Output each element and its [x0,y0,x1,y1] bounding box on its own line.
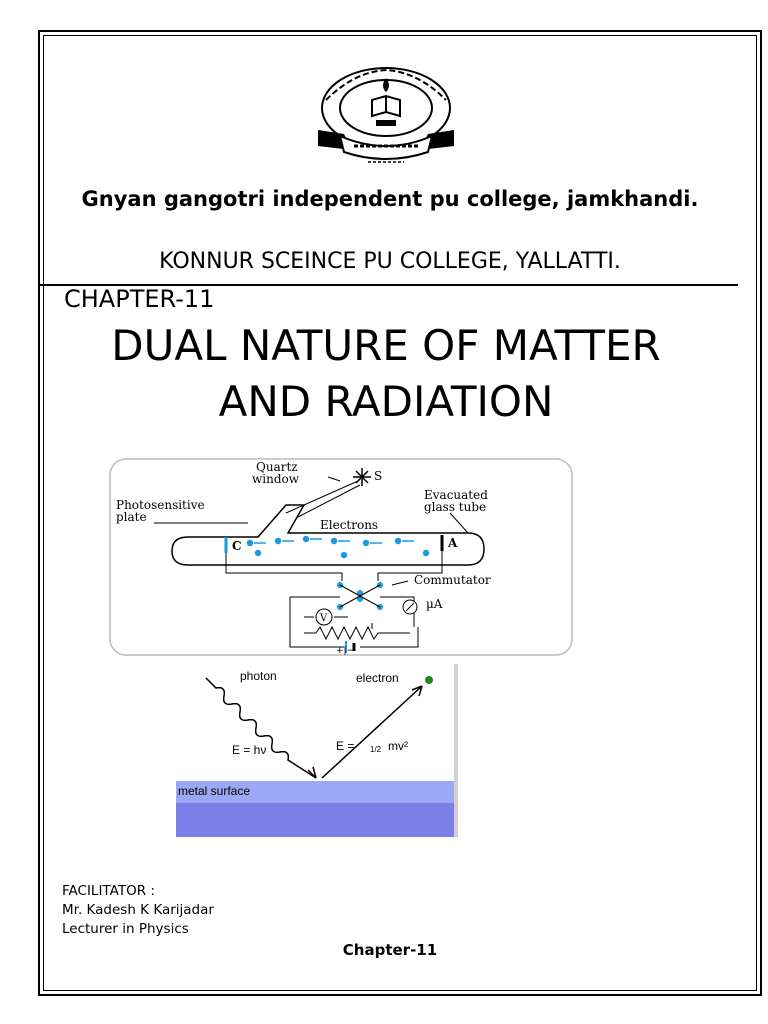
header-divider [38,284,738,286]
anode-label: A [447,536,458,550]
plate-label-1: Photosensitive [116,498,205,512]
tube-label-2: glass tube [424,500,486,514]
college-name-secondary: KONNUR SCEINCE PU COLLEGE, YALLATTI. [159,249,621,274]
photon-electron-diagram: metal surface photon electron E = hν E =… [176,664,458,837]
electron-flow [246,535,430,559]
voltmeter-label: V [319,613,328,624]
electron-energy-half: 1/2 [370,745,382,754]
photon-energy-label: E = hν [232,743,266,757]
photon-label: photon [240,669,277,683]
facilitator-block: FACILITATOR : Mr. Kadesh K Karijadar Lec… [62,882,214,939]
college-name-primary: Gnyan gangotri independent pu college, j… [81,187,699,211]
electron-dot [425,676,433,684]
electron-label: electron [356,671,399,685]
cathode-label: C [232,539,242,553]
facilitator-role: Lecturer in Physics [62,921,189,937]
page-border-inner [43,35,757,991]
chapter-title: DUAL NATURE OF MATTER AND RADIATION [60,318,712,430]
electrons-label: Electrons [320,518,378,532]
metal-surface-label: metal surface [178,784,250,798]
quartz-label-1: Quartz [256,460,298,474]
source-label: S [374,469,382,483]
chapter-title-line1: DUAL NATURE OF MATTER [111,321,661,370]
facilitator-heading: FACILITATOR : [62,883,155,899]
chapter-label: CHAPTER-11 [64,285,215,313]
microammeter-label: µA [426,597,443,611]
plate-label-2: plate [116,510,147,524]
facilitator-name: Mr. Kadesh K Karijadar [62,902,214,918]
chapter-title-line2: AND RADIATION [218,377,554,426]
page-border-outer [38,30,762,996]
electron-energy-mv: mv² [388,739,408,753]
photoelectric-apparatus-diagram: Quartz window S Photosensitive plate Eva… [109,458,573,656]
quartz-label-2: window [252,472,300,486]
electron-trajectory [321,685,423,779]
electron-energy-left: E = [336,739,354,753]
tube-label-1: Evacuated [424,488,488,502]
battery-label: +|− [336,646,354,656]
photon-wave [205,677,317,779]
college-logo [318,67,454,163]
commutator-label: Commutator [414,573,491,587]
footer-chapter: Chapter-11 [342,941,438,959]
